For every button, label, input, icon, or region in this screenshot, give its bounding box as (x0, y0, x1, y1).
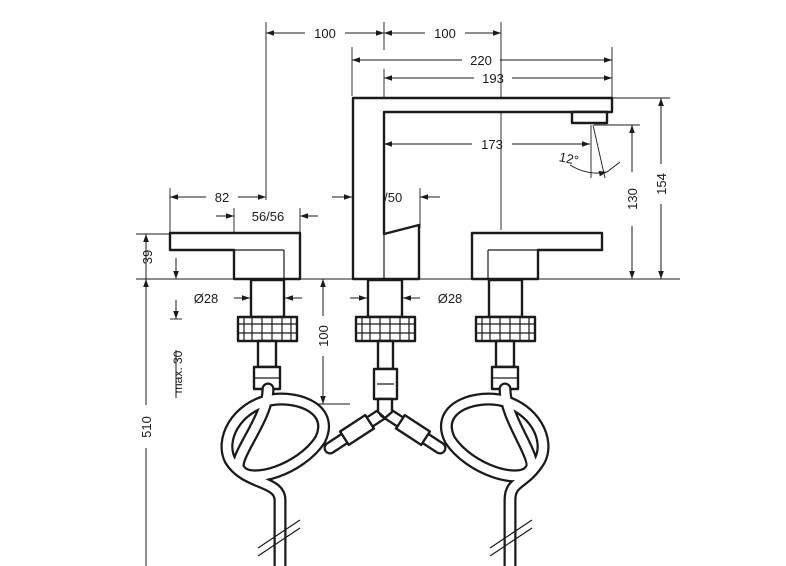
dimension-56-56: 56/56 (216, 208, 318, 232)
dim-label-193: 193 (482, 71, 504, 86)
dimension-100-left: 100 (266, 26, 384, 41)
dimension-100-right: 100 (384, 26, 501, 41)
spout (351, 96, 614, 281)
dimension-82: 82 (170, 190, 266, 205)
dim-label-220: 220 (470, 53, 492, 68)
hose-connector-left (323, 405, 392, 455)
dim-label-130: 130 (625, 188, 640, 210)
dim-label-510: 510 (139, 416, 154, 438)
dimension-510: 510 (139, 279, 154, 566)
dimension-220: 220 (352, 53, 612, 68)
dim-label-max-30: max. 30 (171, 350, 185, 393)
dimension-193: 193 (384, 71, 612, 86)
dimension-55-50: 55/50 (332, 188, 440, 228)
extension-lines (136, 22, 680, 405)
dimension-173: 173 (384, 137, 590, 152)
dim-label-154: 154 (654, 173, 669, 195)
diameter-28-right: Ø28 (350, 291, 462, 306)
dimension-130: 130 (625, 125, 640, 279)
hose-connector-right (378, 405, 447, 455)
tee-connector (376, 397, 394, 420)
hose-right (439, 382, 550, 566)
valve-body-left (236, 278, 299, 391)
dim-label-100-right: 100 (434, 26, 456, 41)
angle-dimension: 12° (558, 124, 621, 179)
break-marks (257, 519, 533, 557)
valve-body-right (474, 278, 537, 391)
handle-right (470, 231, 604, 281)
dimension-39: 39 (140, 234, 179, 279)
dimension-max-30: max. 30 (171, 300, 185, 398)
dim-label-82: 82 (215, 190, 229, 205)
dim-label-dia28-left: Ø28 (194, 291, 219, 306)
hose-left (220, 382, 331, 566)
dim-label-39: 39 (140, 250, 155, 264)
handle-left (168, 231, 302, 281)
diameter-28-left: Ø28 (194, 291, 302, 306)
dimension-154: 154 (654, 98, 669, 279)
dim-label-angle: 12° (558, 149, 580, 168)
dim-label-dia28-right: Ø28 (438, 291, 463, 306)
dim-label-173: 173 (481, 137, 503, 152)
dim-label-100-vertical: 100 (316, 325, 331, 347)
dim-label-100-left: 100 (314, 26, 336, 41)
dim-label-56-56: 56/56 (252, 209, 285, 224)
dimension-100-vertical: 100 (316, 279, 331, 404)
